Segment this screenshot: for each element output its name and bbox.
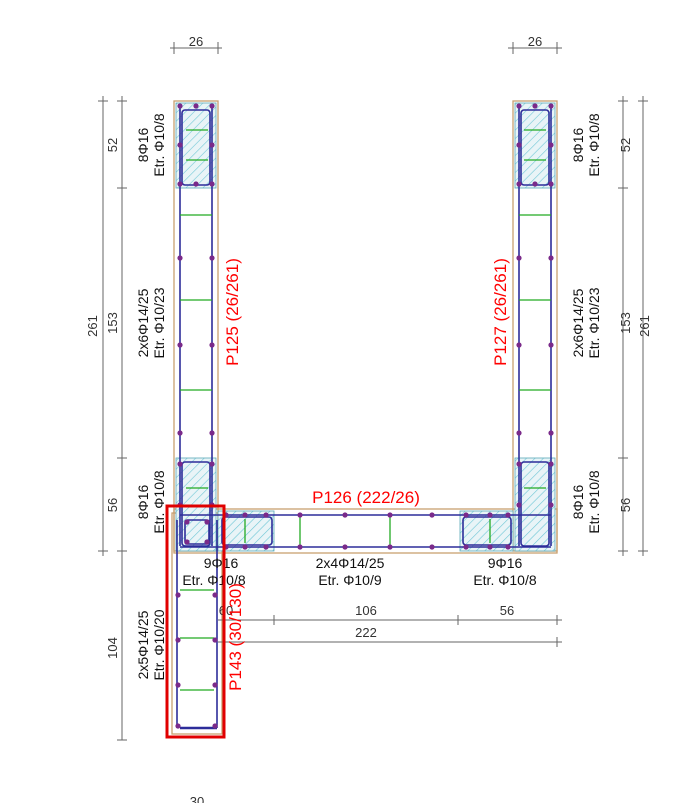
top-right-width-dim: 26 (508, 34, 562, 54)
bottom-mid-dim: 106 (355, 603, 377, 618)
bottom-left-bars-label: 9Φ16 (204, 555, 239, 571)
left-mid-dim: 153 (105, 312, 120, 334)
left-bot-bars-label: 8Φ16 (135, 485, 151, 520)
wall-p127-label: P127 (26/261) (491, 258, 510, 366)
bottom-left-stirrup-label: Etr. Φ10/8 (182, 572, 246, 588)
right-bot-bars-label: 8Φ16 (570, 485, 586, 520)
left-top-bars-label: 8Φ16 (135, 128, 151, 163)
left-top-stirrup-label: Etr. Φ10/8 (151, 113, 167, 177)
right-total-dim: 261 (637, 315, 652, 337)
right-top-dim: 52 (618, 138, 633, 152)
top-left-width-dim: 26 (170, 34, 222, 54)
p143-length-dim: 104 (105, 637, 120, 659)
tie-lines (180, 129, 551, 691)
right-wall-rebar-labels: 8Φ16 Etr. Φ10/8 2x6Φ14/25 Etr. Φ10/23 8Φ… (570, 113, 602, 534)
cut-off-dim: 30 (190, 794, 204, 803)
p143-bars-label: 2x5Φ14/25 (135, 610, 151, 679)
left-mid-bars-label: 2x6Φ14/25 (135, 288, 151, 357)
right-top-bars-label: 8Φ16 (570, 128, 586, 163)
left-dim-chain: 261 52 153 56 104 (85, 96, 127, 741)
bottom-total-dim: 222 (355, 625, 377, 640)
right-bot-stirrup-label: Etr. Φ10/8 (586, 470, 602, 534)
left-wall-rebar-labels: 8Φ16 Etr. Φ10/8 2x6Φ14/25 Etr. Φ10/23 8Φ… (135, 113, 167, 534)
top-right-width-label: 26 (528, 34, 542, 49)
left-top-dim: 52 (105, 138, 120, 152)
right-dim-chain: 52 153 56 261 (618, 96, 652, 556)
left-total-dim: 261 (85, 315, 100, 337)
bottom-right-dim: 56 (500, 603, 514, 618)
bottom-dim-chain: 60 106 56 222 (218, 603, 562, 647)
p143-stirrup-label: Etr. Φ10/20 (151, 609, 167, 680)
wall-p143-label: P143 (30/130) (226, 583, 245, 691)
left-bot-stirrup-label: Etr. Φ10/8 (151, 470, 167, 534)
top-left-width-label: 26 (189, 34, 203, 49)
bottom-right-stirrup-label: Etr. Φ10/8 (473, 572, 537, 588)
p143-highlight-box[interactable] (165, 504, 226, 739)
right-mid-dim: 153 (618, 312, 633, 334)
bottom-mid-stirrup-label: Etr. Φ10/9 (318, 572, 382, 588)
wall-p126-outline (173, 508, 558, 554)
right-mid-stirrup-label: Etr. Φ10/23 (586, 287, 602, 358)
bottom-right-bars-label: 9Φ16 (488, 555, 523, 571)
wall-p126-label: P126 (222/26) (312, 488, 420, 507)
bottom-wall-rebar-labels: 9Φ16 Etr. Φ10/8 2x4Φ14/25 Etr. Φ10/9 9Φ1… (182, 555, 537, 588)
right-mid-bars-label: 2x6Φ14/25 (570, 288, 586, 357)
wall-labels: P125 (26/261) P127 (26/261) P126 (222/26… (223, 258, 510, 691)
left-mid-stirrup-label: Etr. Φ10/23 (151, 287, 167, 358)
right-bot-dim: 56 (618, 498, 633, 512)
p143-rebar-labels: 2x5Φ14/25 Etr. Φ10/20 (135, 609, 167, 680)
left-bot-dim: 56 (105, 498, 120, 512)
right-top-stirrup-label: Etr. Φ10/8 (586, 113, 602, 177)
bottom-mid-bars-label: 2x4Φ14/25 (316, 555, 385, 571)
bottom-left-dim: 60 (219, 603, 233, 618)
wall-p125-label: P125 (26/261) (223, 258, 242, 366)
